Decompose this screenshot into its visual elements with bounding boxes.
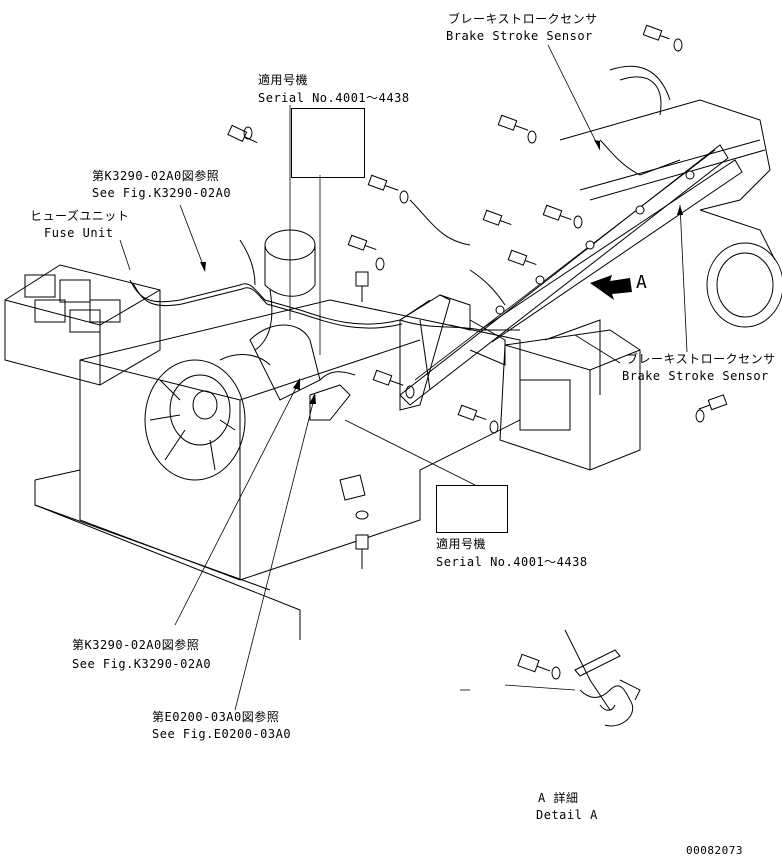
fig-e0200-en: See Fig.E0200-03A0 xyxy=(152,727,292,741)
detail-a-en: Detail A xyxy=(536,808,598,822)
serial-top-jp: 適用号機 xyxy=(258,73,309,87)
serial-bottom-en: Serial No.4001～4438 xyxy=(436,555,588,569)
wiring-harness xyxy=(129,139,681,381)
battery-box xyxy=(4,264,161,386)
chassis-frame xyxy=(559,65,782,328)
fig-k3290-bottom-jp: 第K3290-02A0図参照 xyxy=(72,638,200,652)
brake-sensor-top-en: Brake Stroke Sensor xyxy=(446,29,593,43)
bolts xyxy=(227,24,728,569)
fig-k3290-top-en: See Fig.K3290-02A0 xyxy=(92,186,232,200)
brake-sensor-right-en: Brake Stroke Sensor xyxy=(622,369,769,383)
drawing-number: 00082073 xyxy=(686,844,743,857)
rear-tank xyxy=(499,319,641,471)
fig-k3290-top-jp: 第K3290-02A0図参照 xyxy=(92,169,220,183)
fuse-unit-en: Fuse Unit xyxy=(44,226,114,240)
serial-box-bottom xyxy=(436,485,508,533)
detail-a-drawing xyxy=(460,629,641,727)
fuse-unit-jp: ヒューズユニット xyxy=(30,209,130,223)
side-rail xyxy=(399,144,743,406)
serial-box-top xyxy=(291,108,365,178)
detail-a-marker: A xyxy=(636,272,648,293)
brackets xyxy=(309,294,506,501)
brake-sensor-top-jp: ブレーキストロークセンサ xyxy=(448,12,598,26)
detail-arrow xyxy=(590,275,632,300)
fig-k3290-bottom-en: See Fig.K3290-02A0 xyxy=(72,657,212,671)
leader-lines xyxy=(119,44,688,711)
engine-fan xyxy=(144,229,321,481)
serial-top-en: Serial No.4001～4438 xyxy=(258,91,410,105)
brake-sensor-right-jp: ブレーキストロークセンサ xyxy=(626,352,776,366)
engine-block xyxy=(34,299,521,640)
serial-bottom-jp: 適用号機 xyxy=(436,537,487,551)
fig-e0200-jp: 第E0200-03A0図参照 xyxy=(152,710,280,724)
detail-a-jp: A 詳細 xyxy=(538,791,579,805)
